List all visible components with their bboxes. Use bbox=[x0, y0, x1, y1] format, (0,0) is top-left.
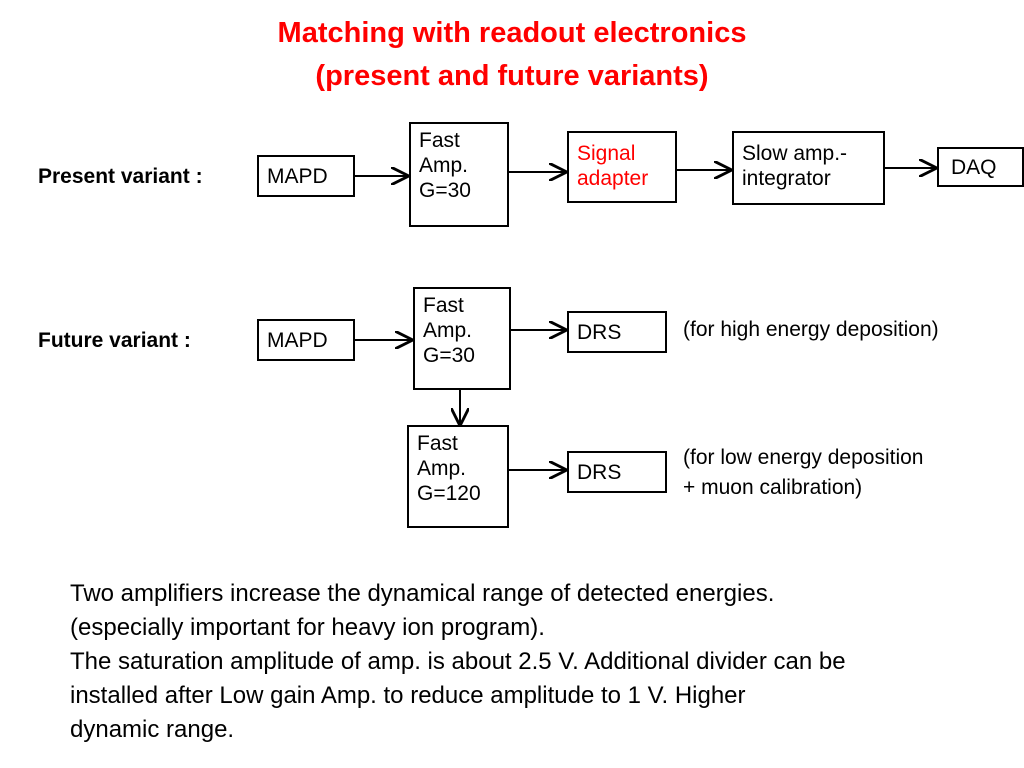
future-fast-amp-low-box: Fast Amp. G=120 bbox=[407, 425, 509, 528]
future-fast-amp-high-line-3: G=30 bbox=[423, 344, 475, 367]
paragraph-line-4: installed after Low gain Amp. to reduce … bbox=[70, 682, 746, 709]
slow-amp-integrator-box: Slow amp.- integrator bbox=[732, 131, 885, 205]
future-fast-amp-high-box: Fast Amp. G=30 bbox=[413, 287, 511, 390]
signal-adapter-box: Signal adapter bbox=[567, 131, 677, 203]
title-line-1: Matching with readout electronics bbox=[277, 17, 747, 49]
future-variant-label: Future variant : bbox=[38, 329, 191, 352]
signal-adapter-line-2: adapter bbox=[577, 167, 649, 190]
paragraph-line-2: (especially important for heavy ion prog… bbox=[70, 614, 545, 641]
daq-label: DAQ bbox=[951, 156, 997, 179]
drs-low-label: DRS bbox=[577, 461, 622, 484]
future-fast-amp-high-line-2: Amp. bbox=[423, 319, 473, 342]
future-mapd-label: MAPD bbox=[267, 329, 328, 352]
signal-adapter-line-1: Signal bbox=[577, 142, 636, 165]
note-high-energy: (for high energy deposition) bbox=[683, 318, 939, 341]
present-fast-amp-line-2: Amp. bbox=[419, 154, 469, 177]
future-fast-amp-low-line-3: G=120 bbox=[417, 482, 481, 505]
drs-high-label: DRS bbox=[577, 321, 622, 344]
note-low-energy-line-1: (for low energy deposition bbox=[683, 446, 924, 469]
slow-amp-line-2: integrator bbox=[742, 167, 831, 190]
present-variant-label: Present variant : bbox=[38, 165, 203, 188]
paragraph-line-5: dynamic range. bbox=[70, 716, 235, 743]
explanation-paragraph: Two amplifiers increase the dynamical ra… bbox=[70, 577, 1010, 747]
future-fast-amp-low-line-1: Fast bbox=[417, 432, 458, 455]
paragraph-line-3: The saturation amplitude of amp. is abou… bbox=[70, 648, 846, 675]
future-fast-amp-high-line-1: Fast bbox=[423, 294, 464, 317]
daq-box: DAQ bbox=[937, 147, 1024, 187]
present-mapd-box: MAPD bbox=[257, 155, 355, 197]
slow-amp-line-1: Slow amp.- bbox=[742, 142, 848, 165]
future-mapd-box: MAPD bbox=[257, 319, 355, 361]
future-fast-amp-low-line-2: Amp. bbox=[417, 457, 467, 480]
note-low-energy: (for low energy deposition + muon calibr… bbox=[683, 443, 923, 503]
note-low-energy-line-2: + muon calibration) bbox=[683, 476, 863, 499]
present-mapd-label: MAPD bbox=[267, 165, 328, 188]
drs-low-box: DRS bbox=[567, 451, 667, 493]
present-fast-amp-line-1: Fast bbox=[419, 129, 460, 152]
present-fast-amp-box: Fast Amp. G=30 bbox=[409, 122, 509, 227]
paragraph-line-1: Two amplifiers increase the dynamical ra… bbox=[70, 580, 775, 607]
present-fast-amp-line-3: G=30 bbox=[419, 179, 471, 202]
title-line-2: (present and future variants) bbox=[315, 60, 709, 92]
drs-high-box: DRS bbox=[567, 311, 667, 353]
